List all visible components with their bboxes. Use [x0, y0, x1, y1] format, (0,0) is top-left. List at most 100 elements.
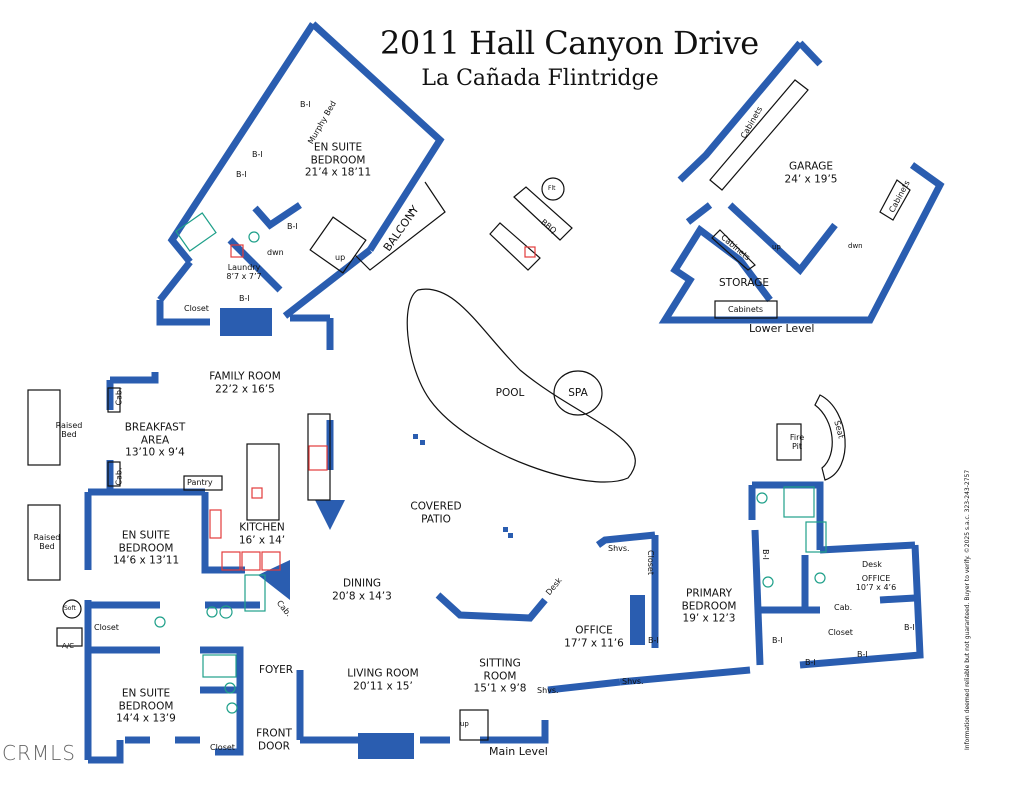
shelves-label: Shvs.	[622, 677, 644, 686]
room-dims: 21’4 x 18’11	[304, 166, 372, 179]
room-dims: 24’ x 19’5	[784, 173, 838, 185]
built-in-label: B-I	[857, 650, 868, 659]
built-in-label: B-I	[904, 623, 915, 632]
raised-bed-2: Raised Bed	[34, 533, 61, 551]
room-office: OFFICE 17’7 x 11’6	[564, 625, 624, 650]
closet-label: Closet	[184, 304, 209, 313]
room-name: LIVING ROOM	[347, 667, 419, 680]
fire-pit-text: Pit	[791, 442, 802, 451]
built-in-label: B-I	[300, 100, 311, 109]
patio-text: PATIO	[421, 513, 451, 525]
room-dims: 20’8 x 14’3	[332, 590, 392, 602]
built-in-label: B-I	[239, 294, 250, 303]
raised-bed-text: Bed	[39, 542, 55, 551]
room-name: FAMILY ROOM	[209, 370, 281, 383]
stairs-down-label: dwn	[848, 242, 863, 250]
room-foyer: FOYER	[258, 663, 294, 676]
room-name: BREAKFAST	[124, 421, 186, 434]
built-in-label: B-I	[287, 222, 298, 231]
built-in-label: B-I	[648, 636, 659, 645]
bath-fixtures	[154, 212, 827, 714]
room-name: BEDROOM	[310, 153, 366, 166]
shelves-label: Shvs.	[608, 544, 630, 553]
room-name: BEDROOM	[118, 699, 174, 712]
room-name: ROOM	[483, 669, 517, 682]
room-sitting: SITTING ROOM 15’1 x 9’8	[474, 657, 527, 695]
room-dims: 14’4 x 13’9	[116, 712, 176, 725]
lower-level-label: Lower Level	[749, 322, 815, 335]
pool-outline	[406, 288, 636, 483]
room-name: EN SUITE	[313, 141, 363, 154]
built-in-label: B-I	[805, 658, 816, 667]
shelves-label: Shvs.	[537, 686, 559, 695]
cab-label: Cab.	[114, 387, 124, 406]
room-dims: 13’10 x 9’4	[125, 446, 185, 459]
room-office-small: OFFICE 10’7 x 4’6	[856, 574, 896, 592]
room-name: PRIMARY	[685, 587, 732, 600]
room-upper-suite: EN SUITE BEDROOM 21’4 x 18’11	[305, 141, 371, 179]
room-suite-lower-left: EN SUITE BEDROOM 14’4 x 13’9	[116, 687, 176, 725]
desk-label: Desk	[862, 560, 882, 569]
room-name: OFFICE	[861, 574, 891, 583]
stairs-up-label: up	[460, 720, 469, 728]
page-subtitle: La Cañada Flintridge	[421, 66, 659, 91]
fireplaces	[220, 308, 645, 759]
room-laundry: Laundry 8’7 x 7’7	[226, 263, 261, 281]
raised-bed-text: Raised	[55, 421, 83, 430]
softener-label: Soft	[64, 605, 76, 612]
room-name: KITCHEN	[239, 521, 285, 534]
pool-label: POOL	[495, 386, 525, 399]
room-primary: PRIMARY BEDROOM 19’ x 12’3	[682, 587, 737, 625]
page-title: 2011 Hall Canyon Drive	[380, 24, 759, 62]
raised-bed-text: Raised	[33, 533, 61, 542]
spa-label: SPA	[568, 386, 588, 399]
room-dims: 10’7 x 4’6	[855, 583, 897, 592]
stairs-up-label: up	[335, 253, 346, 262]
room-dims: 15’1 x 9’8	[473, 682, 527, 695]
pantry-label: Pantry	[187, 478, 213, 487]
cabinets-label: Cabinets	[728, 305, 764, 314]
built-in-label: B-I	[236, 170, 247, 179]
built-in-label: B-I	[252, 150, 263, 159]
watermark: CRMLS	[2, 741, 76, 765]
walls	[84, 21, 945, 764]
room-dining: DINING 20’8 x 14’3	[332, 578, 392, 603]
room-kitchen: KITCHEN 16’ x 14’	[239, 522, 285, 547]
room-living: LIVING ROOM 20’11 x 15’	[347, 668, 418, 693]
room-name: OFFICE	[575, 624, 613, 637]
room-dims: 17’7 x 11’6	[564, 637, 624, 649]
room-name: SITTING	[479, 657, 521, 670]
cab-label: Cab.	[114, 467, 124, 486]
covered-patio-label: COVERED PATIO	[410, 501, 461, 526]
room-name: BEDROOM	[118, 541, 174, 554]
closet-label: Closet	[645, 550, 655, 575]
fire-pit-label: Fire Pit	[790, 433, 804, 451]
room-dims: 20’11 x 15’	[353, 680, 413, 692]
disclaimer: Information deemed reliable but not guar…	[964, 469, 971, 750]
stairs-up-label: up	[772, 243, 781, 251]
room-name: DINING	[342, 577, 382, 590]
outdoor-fixtures	[27, 79, 911, 741]
front-door-text: FRONT	[256, 727, 292, 740]
room-storage: STORAGE	[719, 276, 769, 289]
filter-outline	[541, 177, 565, 201]
raised-bed-text: Bed	[61, 430, 77, 439]
cab-label: Cab.	[834, 603, 853, 612]
room-breakfast: BREAKFAST AREA 13’10 x 9’4	[125, 421, 186, 459]
raised-bed-1: Raised Bed	[56, 421, 83, 439]
room-name: GARAGE	[789, 160, 833, 173]
room-suite-upper-left: EN SUITE BEDROOM 14’6 x 13’11	[113, 529, 179, 567]
built-in-label: B-I	[760, 549, 770, 560]
fire-pit-text: Fire	[789, 433, 805, 442]
filter-label: Flt	[548, 185, 556, 192]
patio-text: COVERED	[410, 500, 462, 513]
stairs-down-label: dwn	[267, 248, 284, 257]
room-name: EN SUITE	[121, 687, 171, 700]
closet-label: Closet	[94, 623, 119, 632]
room-name: Laundry	[227, 263, 261, 272]
room-dims: 16’ x 14’	[238, 534, 286, 546]
front-door-label: FRONT DOOR	[256, 728, 292, 753]
front-door-text: DOOR	[258, 740, 290, 752]
ac-label: A/C	[62, 642, 75, 650]
closet-label: Closet	[210, 743, 235, 752]
